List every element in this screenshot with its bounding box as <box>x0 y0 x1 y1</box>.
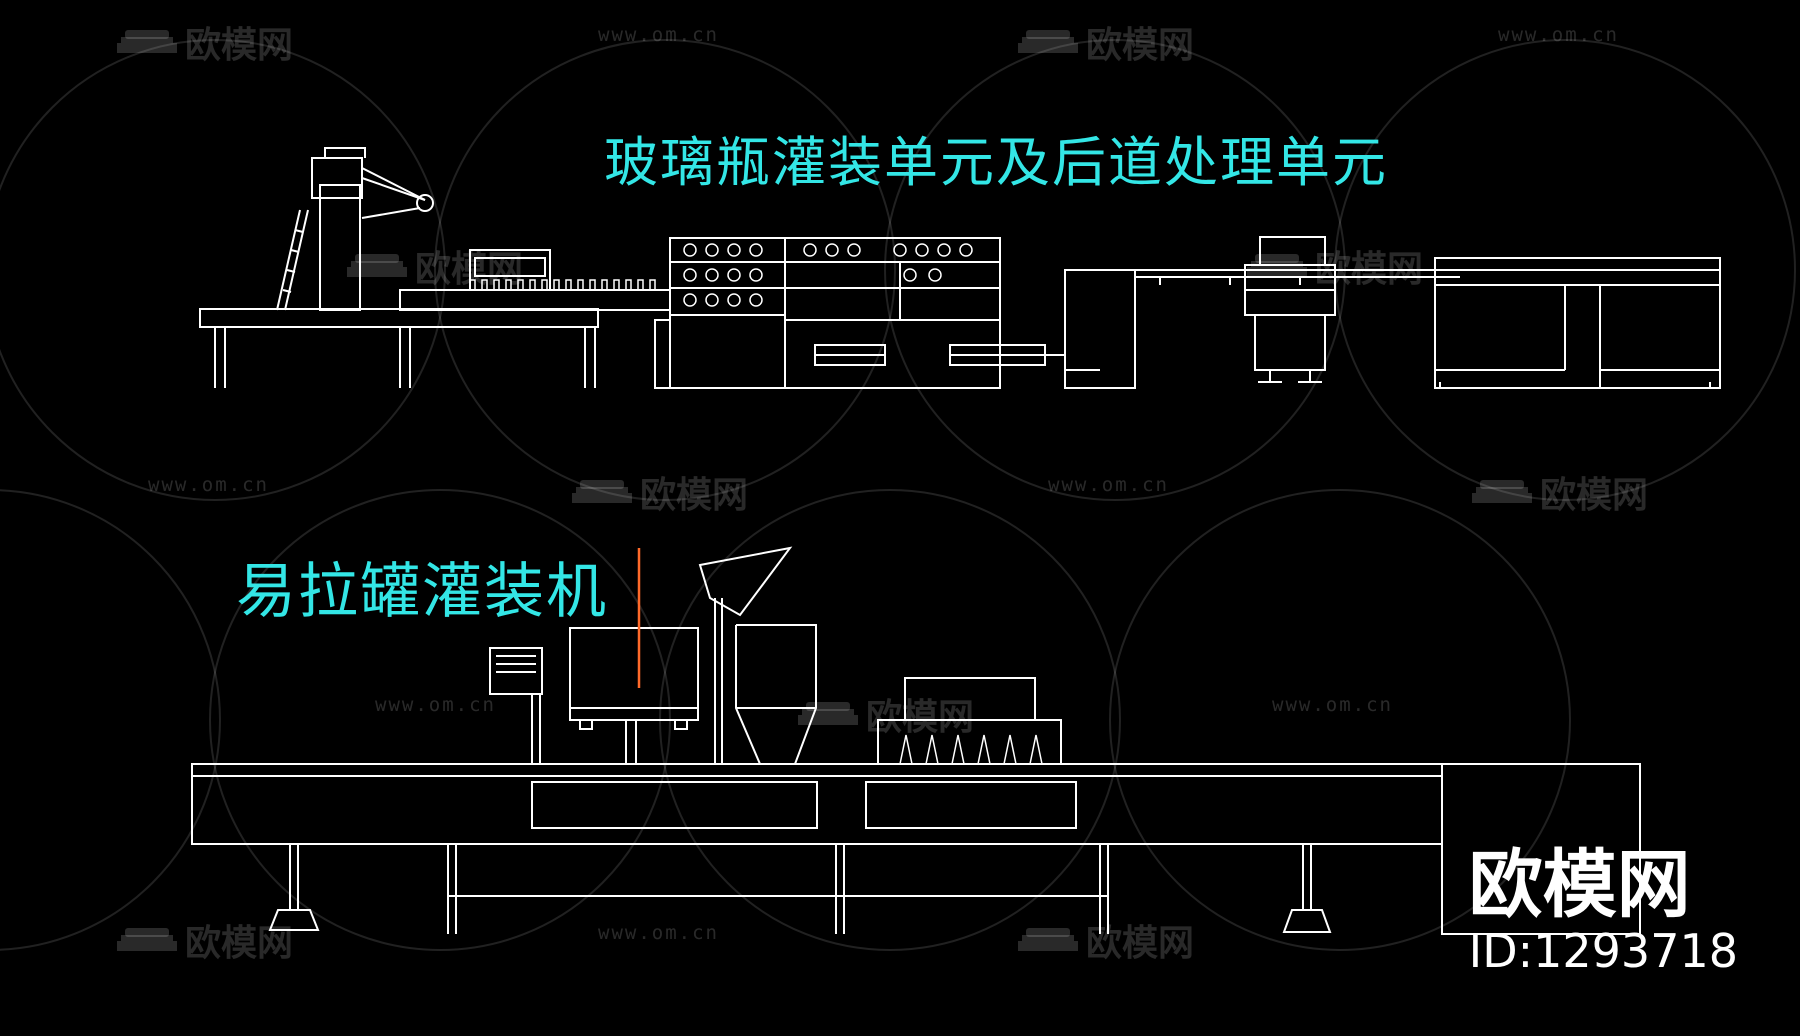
sofa-icon <box>1472 480 1532 503</box>
watermark-url: www.om.cn <box>598 922 719 944</box>
watermark-logo: 欧模网 <box>1470 466 1648 518</box>
sofa-icon <box>117 30 177 53</box>
watermark-logo: 欧模网 <box>1245 240 1423 292</box>
top-title: 玻璃瓶灌装单元及后道处理单元 <box>604 131 1388 194</box>
watermark-logo: 欧模网 <box>115 914 293 966</box>
bottom-title: 易拉罐灌装机 <box>236 557 608 627</box>
sofa-icon <box>1247 254 1307 277</box>
bottle-filling-line <box>199 147 1721 389</box>
sofa-icon <box>798 702 858 725</box>
sofa-icon <box>1018 928 1078 951</box>
sofa-icon <box>572 480 632 503</box>
watermark-url: www.om.cn <box>1498 24 1619 46</box>
brand-id: ID:1293718 <box>1468 924 1738 978</box>
sofa-icon <box>347 254 407 277</box>
watermark-url: www.om.cn <box>1272 694 1393 716</box>
watermark-logo: 欧模网 <box>570 466 748 518</box>
watermark-logo: 欧模网 <box>796 688 974 740</box>
watermark-logo: 欧模网 <box>1016 16 1194 68</box>
sofa-icon <box>1018 30 1078 53</box>
brand-mark: 欧模网 ID:1293718 <box>1469 848 1738 977</box>
watermark-logo: 欧模网 <box>115 16 293 68</box>
watermark-url: www.om.cn <box>598 24 719 46</box>
watermark-url: www.om.cn <box>1048 474 1169 496</box>
sofa-icon <box>117 928 177 951</box>
brand-name: 欧模网 <box>1468 842 1691 928</box>
watermark-url: www.om.cn <box>148 474 269 496</box>
can-filling-machine <box>191 546 1641 935</box>
watermark-logo: 欧模网 <box>345 240 523 292</box>
watermark-logo: 欧模网 <box>1016 914 1194 966</box>
watermark-url: www.om.cn <box>375 694 496 716</box>
